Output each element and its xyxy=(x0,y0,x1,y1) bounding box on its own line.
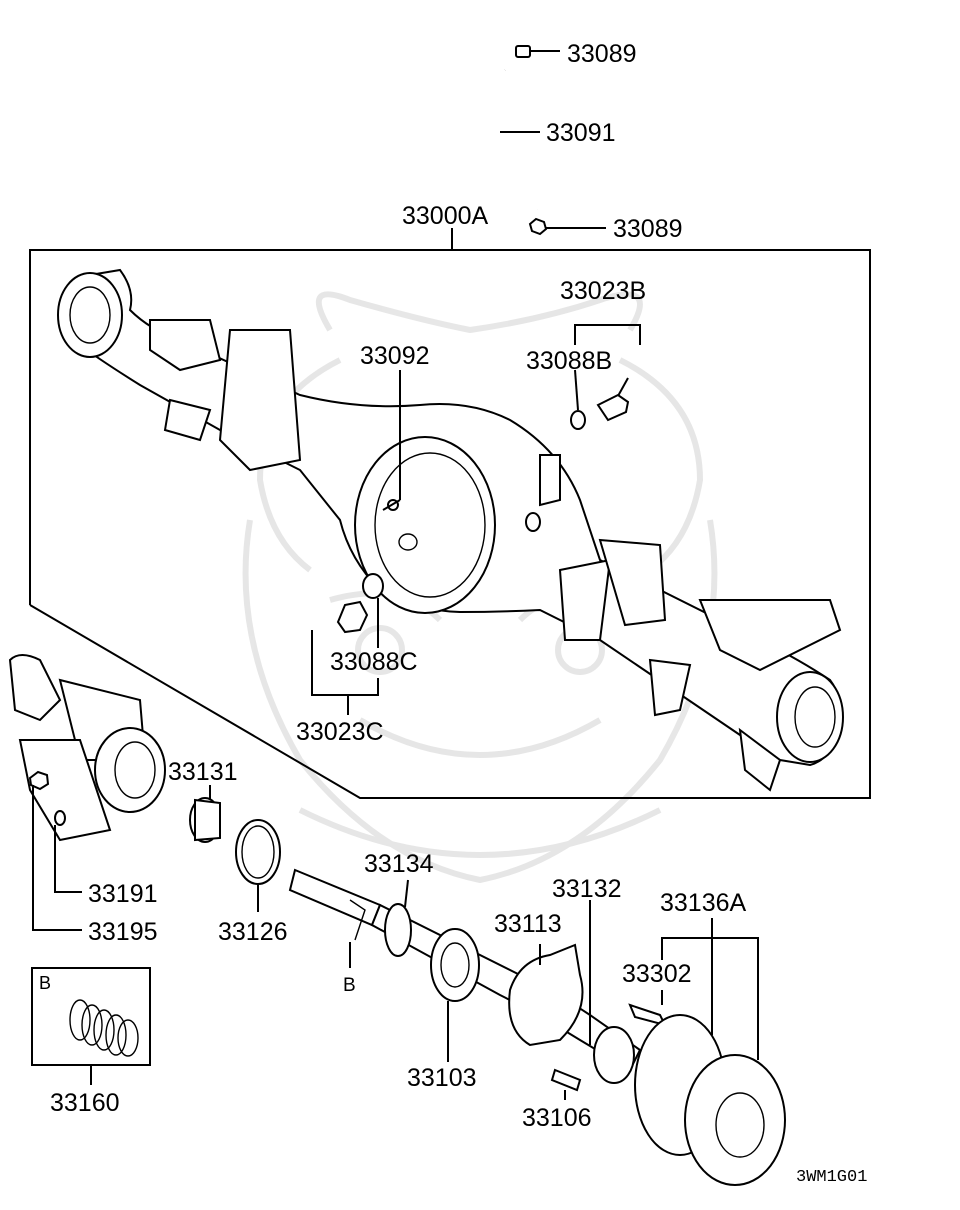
gasket-33088B xyxy=(570,410,586,430)
seal-33132 xyxy=(593,1026,635,1084)
label-33191: 33191 xyxy=(88,880,158,908)
nut-33195 xyxy=(28,770,50,791)
washer-33191 xyxy=(54,810,66,826)
breather-cap-bottom xyxy=(528,217,548,236)
ring-33134 xyxy=(384,903,412,957)
axle-end-detail xyxy=(8,654,166,842)
label-33088B: 33088B xyxy=(526,347,612,375)
label-33136A: 33136A xyxy=(660,889,747,917)
axle-shaft-assembly xyxy=(189,797,786,1186)
drawing-code: 3WM1G01 xyxy=(796,1168,867,1187)
bolt-33106 xyxy=(550,1068,582,1092)
label-33126: 33126 xyxy=(218,918,288,946)
label-33103: 33103 xyxy=(407,1064,477,1092)
bearing-33103 xyxy=(430,928,480,1002)
label-33134: 33134 xyxy=(364,850,434,878)
label-33089-top: 33089 xyxy=(567,40,637,68)
retainer-33113 xyxy=(508,943,584,1047)
label-33023B: 33023B xyxy=(560,277,646,305)
label-33089-bottom: 33089 xyxy=(613,215,683,243)
label-33088C: 33088C xyxy=(330,648,418,676)
label-inset-b: B xyxy=(39,973,51,993)
plug-33023C xyxy=(336,600,369,634)
label-33113: 33113 xyxy=(494,910,562,938)
label-33091: 33091 xyxy=(546,119,616,147)
shaft-spline xyxy=(288,868,382,927)
axle-housing xyxy=(57,268,844,792)
breather-cap-top xyxy=(515,45,531,58)
drain-filler-plugs xyxy=(336,393,630,634)
axle-housing-frame xyxy=(29,228,871,799)
breather-hose xyxy=(477,67,543,211)
label-33131: 33131 xyxy=(168,758,238,786)
gasket-33088C xyxy=(362,573,384,599)
label-33023C: 33023C xyxy=(296,718,384,746)
label-33195: 33195 xyxy=(88,918,158,946)
label-33092: 33092 xyxy=(360,342,430,370)
label-33106: 33106 xyxy=(522,1104,592,1132)
leader-lines xyxy=(32,131,759,1100)
label-33302: 33302 xyxy=(622,960,692,988)
label-ref-b: B xyxy=(343,975,356,996)
snap-rings-33160 xyxy=(69,999,139,1057)
label-33132: 33132 xyxy=(552,875,622,903)
label-33160: 33160 xyxy=(50,1089,120,1117)
part-labels: 33089 33091 33089 33000A 33023B 33088B 3… xyxy=(39,40,867,1187)
label-33000A: 33000A xyxy=(402,202,489,230)
plug-33023B xyxy=(596,393,630,422)
